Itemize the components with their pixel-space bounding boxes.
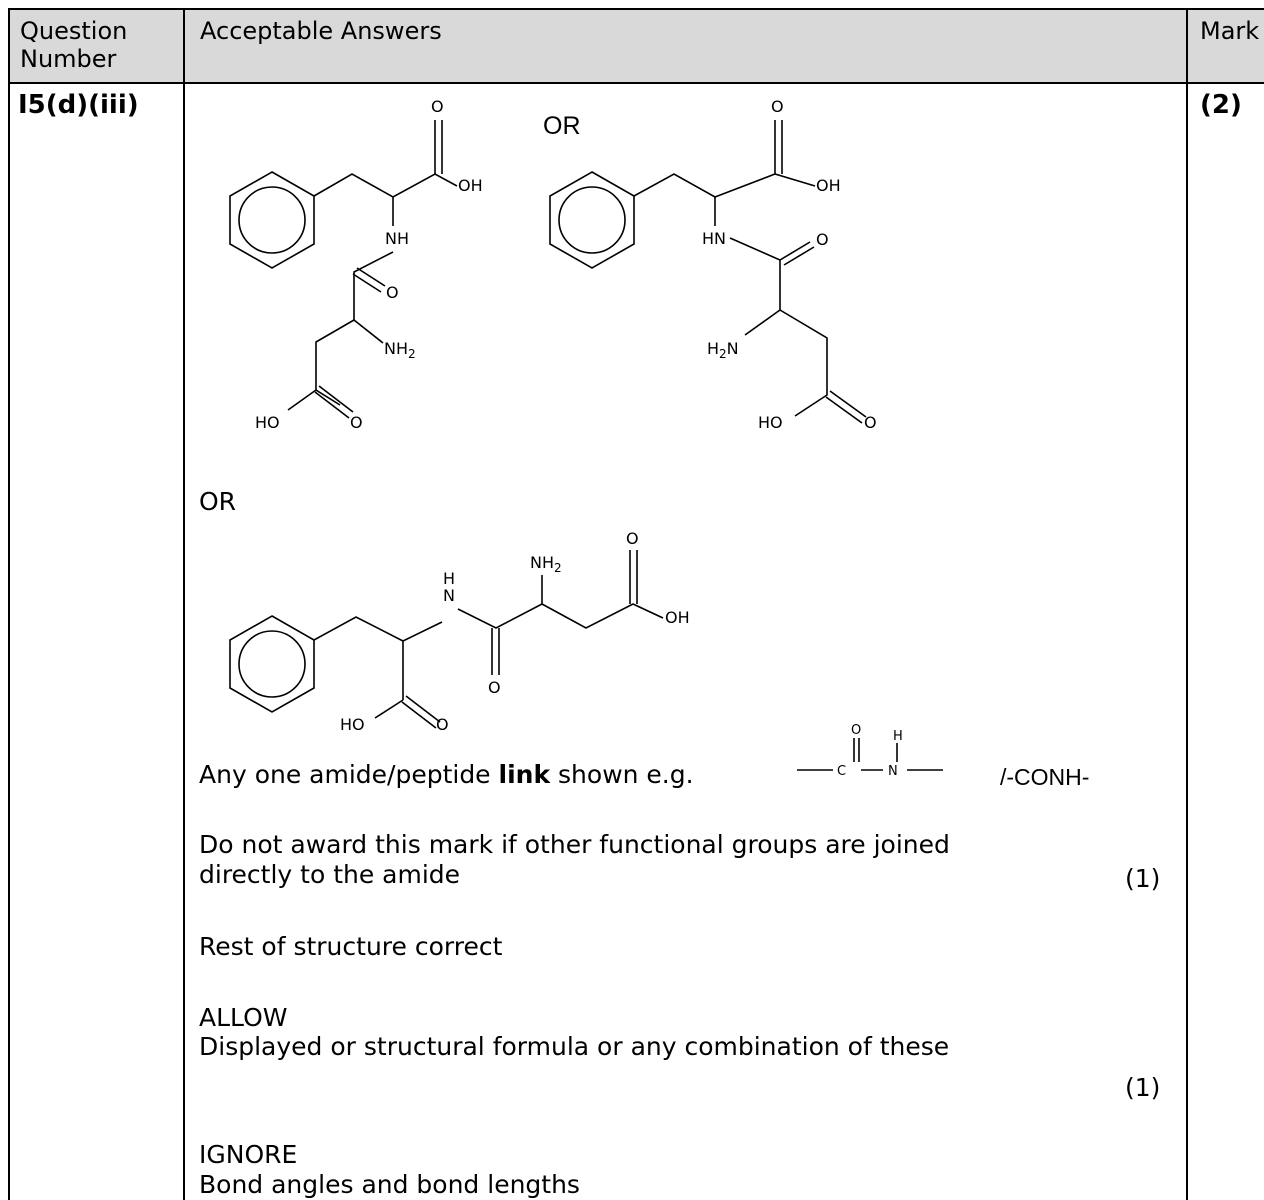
amide-link-criterion: Any one amide/peptide link shown e.g.: [199, 760, 694, 790]
atom-label: HO: [255, 413, 280, 432]
header-mark: Mark: [1200, 17, 1260, 45]
atom-label: OH: [665, 608, 690, 627]
atom-label: HO: [340, 715, 365, 734]
mark-1: (1): [1125, 864, 1161, 893]
structure-2: [549, 120, 867, 424]
column-divider-1: [183, 8, 185, 1200]
question-number: I5(d)(iii): [18, 90, 139, 120]
atom-label: H2N: [707, 339, 739, 361]
atom-label: HN: [702, 229, 726, 248]
conh-formula: /-CONH-: [1000, 764, 1090, 790]
no-award-line-2: directly to the amide: [199, 860, 461, 889]
atom-label: H: [443, 569, 455, 588]
mark-2: (1): [1125, 1073, 1161, 1102]
atom-label: O: [816, 230, 829, 249]
mark-total: (2): [1200, 90, 1242, 120]
atom-label: N: [443, 586, 455, 605]
ignore-heading: IGNORE: [199, 1140, 298, 1169]
column-divider-2: [1186, 8, 1188, 1200]
allow-heading: ALLOW: [199, 1003, 288, 1032]
atom-label: O: [488, 678, 501, 697]
or-label-2: OR: [199, 487, 237, 516]
atom-label: O: [864, 413, 877, 432]
atom-label: O: [350, 413, 363, 432]
atom-label: OH: [458, 176, 483, 195]
structures-figure: O OH NH O NH2 HO O O OH HN O H2N HO O NH…: [229, 97, 943, 779]
allow-text: Displayed or structural formula or any c…: [199, 1032, 950, 1061]
atom-label: HO: [758, 413, 783, 432]
atom-label: O: [771, 97, 784, 116]
atom-label: O: [851, 723, 861, 738]
atom-label: O: [436, 715, 449, 734]
or-label-1: OR: [543, 112, 581, 140]
atom-label: NH2: [530, 553, 562, 575]
header-divider: [8, 82, 1264, 84]
atom-label: O: [431, 97, 444, 116]
ignore-text: Bond angles and bond lengths: [199, 1170, 580, 1199]
structure-3: [229, 550, 664, 729]
atom-label: NH: [385, 229, 409, 248]
atom-label: N: [888, 764, 898, 779]
atom-label: O: [386, 283, 399, 302]
atom-label: H: [893, 729, 903, 744]
atom-label: NH2: [384, 339, 416, 361]
structure-1: [229, 120, 458, 419]
no-award-line-1: Do not award this mark if other function…: [199, 830, 950, 859]
atom-label: C: [837, 764, 846, 779]
text-span-bold: link: [498, 760, 551, 789]
table-border-left: [8, 8, 10, 1200]
header-question-number: Question Number: [20, 17, 128, 73]
amide-link-diagram: [797, 738, 943, 771]
header-acceptable-answers: Acceptable Answers: [200, 17, 442, 45]
atom-label: O: [626, 529, 639, 548]
text-span: Any one amide/peptide: [199, 760, 499, 789]
table-border-top: [8, 8, 1264, 10]
header-background: [8, 8, 1264, 83]
rest-of-structure: Rest of structure correct: [199, 932, 503, 961]
atom-label: OH: [816, 176, 841, 195]
text-span: shown e.g.: [550, 760, 694, 789]
